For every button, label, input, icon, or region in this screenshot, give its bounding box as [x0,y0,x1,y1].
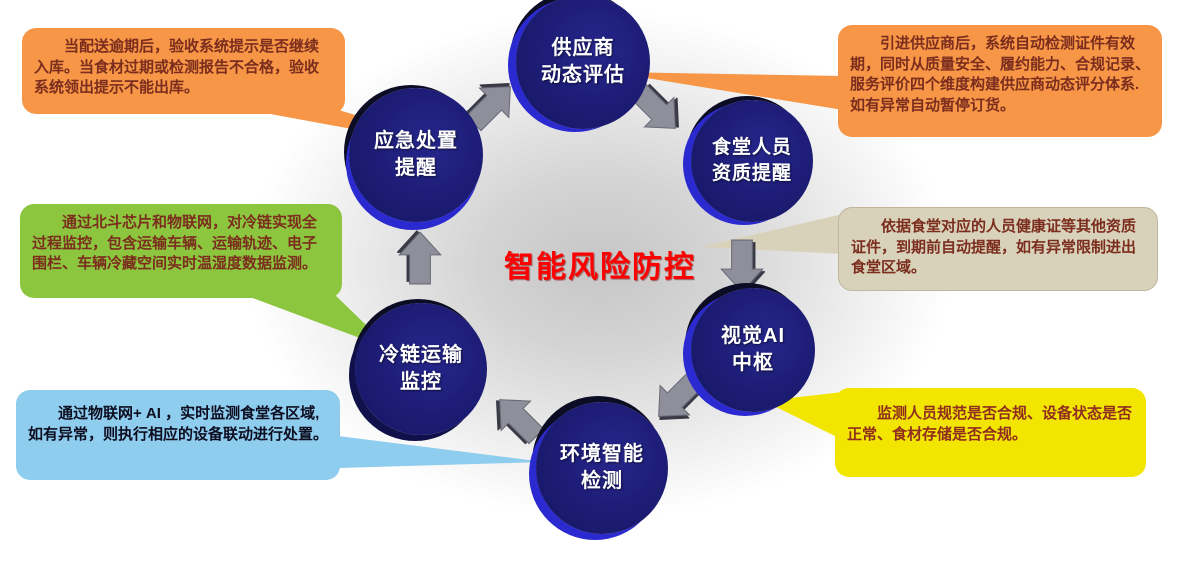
node-label-line: 中枢 [732,352,774,374]
coldchain-note-pointer [242,294,392,350]
node-canteen-staff-qualification: 食堂人员 资质提醒 [691,100,813,222]
node-label-line: 冷链运输 [379,344,463,366]
node-label-line: 应急处置 [374,130,458,152]
supplier-note-pointer [610,72,843,110]
callout-text: 监测人员规范是否合规、设备状态是否正常、食材存储是否合规。 [847,405,1133,443]
node-label-line: 供应商 [551,37,615,59]
node-label-line: 提醒 [395,157,437,179]
callout-vision-note: 监测人员规范是否合规、设备状态是否正常、食材存储是否合规。 [835,388,1146,477]
diagram-title: 智能风险防控 [504,251,696,284]
node-label-line: 环境智能 [560,443,644,465]
arrow-coldchain-to-emergency [397,230,443,286]
node-cold-chain-transport-monitoring: 冷链运输 监控 [355,303,487,435]
callout-environment-note: 通过物联网+ AI ，实时监测食堂各区域,如有异常，则执行相应的设备联动进行处置… [16,390,340,480]
vision-note-pointer [764,392,843,440]
callout-text: 通过北斗芯片和物联网，对冷链实现全过程监控，包含运输车辆、运输轨迹、电子围栏、车… [32,214,318,273]
node-emergency-handling-reminder: 应急处置 提醒 [349,88,483,222]
callout-text: 依据食堂对应的人员健康证等其他资质证件，到期前自动提醒，如有异常限制进出食堂区域… [851,218,1137,277]
callout-staff-note: 依据食堂对应的人员健康证等其他资质证件，到期前自动提醒，如有异常限制进出食堂区域… [838,207,1158,291]
node-label-line: 检测 [581,470,623,492]
arrow-staff-to-vision [719,238,765,294]
node-environment-smart-detection: 环境智能 检测 [536,402,668,534]
node-label-line: 资质提醒 [711,163,792,184]
node-supplier-dynamic-evaluation: 供应商 动态评估 [516,0,650,129]
callout-coldchain-note: 通过北斗芯片和物联网，对冷链实现全过程监控，包含运输车辆、运输轨迹、电子围栏、车… [20,204,342,298]
callout-supplier-note: 引进供应商后，系统自动检测证件有效期，同时从质量安全、履约能力、合规记录、服务评… [838,25,1162,137]
node-label-line: 视觉AI [721,325,785,347]
callout-text: 通过物联网+ AI ，实时监测食堂各区域,如有异常，则执行相应的设备联动进行处置… [28,405,329,443]
environment-note-pointer [338,436,545,468]
arrow-vision-to-environment [641,362,713,434]
callout-text: 当配送逾期后，验收系统提示是否继续入库。当食材过期或检测报告不合格，验收系统领出… [34,38,320,97]
callout-text: 引进供应商后，系统自动检测证件有效期，同时从质量安全、履约能力、合规记录、服务评… [850,35,1151,115]
node-label-line: 动态评估 [541,64,625,86]
node-label-line: 食堂人员 [711,137,792,159]
callout-emergency-note: 当配送逾期后，验收系统提示是否继续入库。当食材过期或检测报告不合格，验收系统领出… [22,28,345,114]
node-visual-ai-hub: 视觉AI 中枢 [691,288,815,412]
arrow-environment-to-coldchain [482,382,554,454]
node-label-line: 监控 [400,371,442,393]
